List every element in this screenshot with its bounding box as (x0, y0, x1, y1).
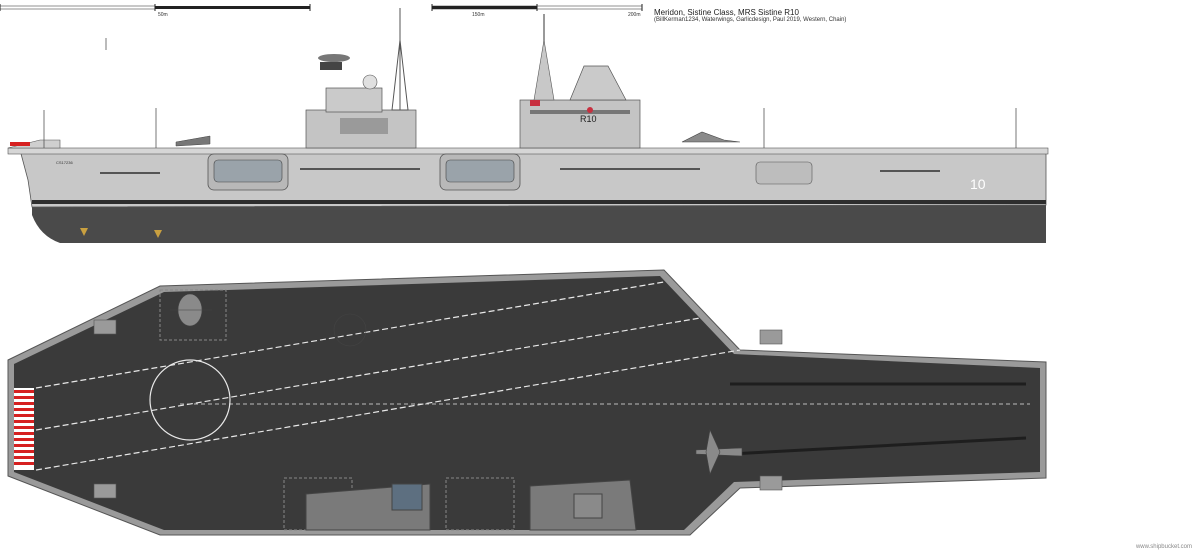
drawing-title: Meridon, Sistine Class, MRS Sistine R10 (654, 8, 799, 17)
island-marking: R10 (580, 114, 597, 124)
scale-label-50m: 50m (158, 12, 168, 18)
bow-stripes (14, 388, 34, 470)
pennant-number: 10 (970, 176, 986, 192)
scale-label-150m: 150m (472, 12, 485, 18)
scale-label-200m: 200m (628, 12, 641, 18)
drawing-credits: (BillKerman1234, Waterwings, Garlicdesig… (654, 17, 847, 23)
watermark: www.shipbucket.com (1135, 544, 1192, 550)
top-view (7, 269, 1047, 536)
bow-lettering: CS17236 (56, 160, 73, 165)
scale-bar-right (431, 4, 643, 11)
scale-bar-left (0, 4, 311, 11)
side-profile (7, 8, 1049, 243)
